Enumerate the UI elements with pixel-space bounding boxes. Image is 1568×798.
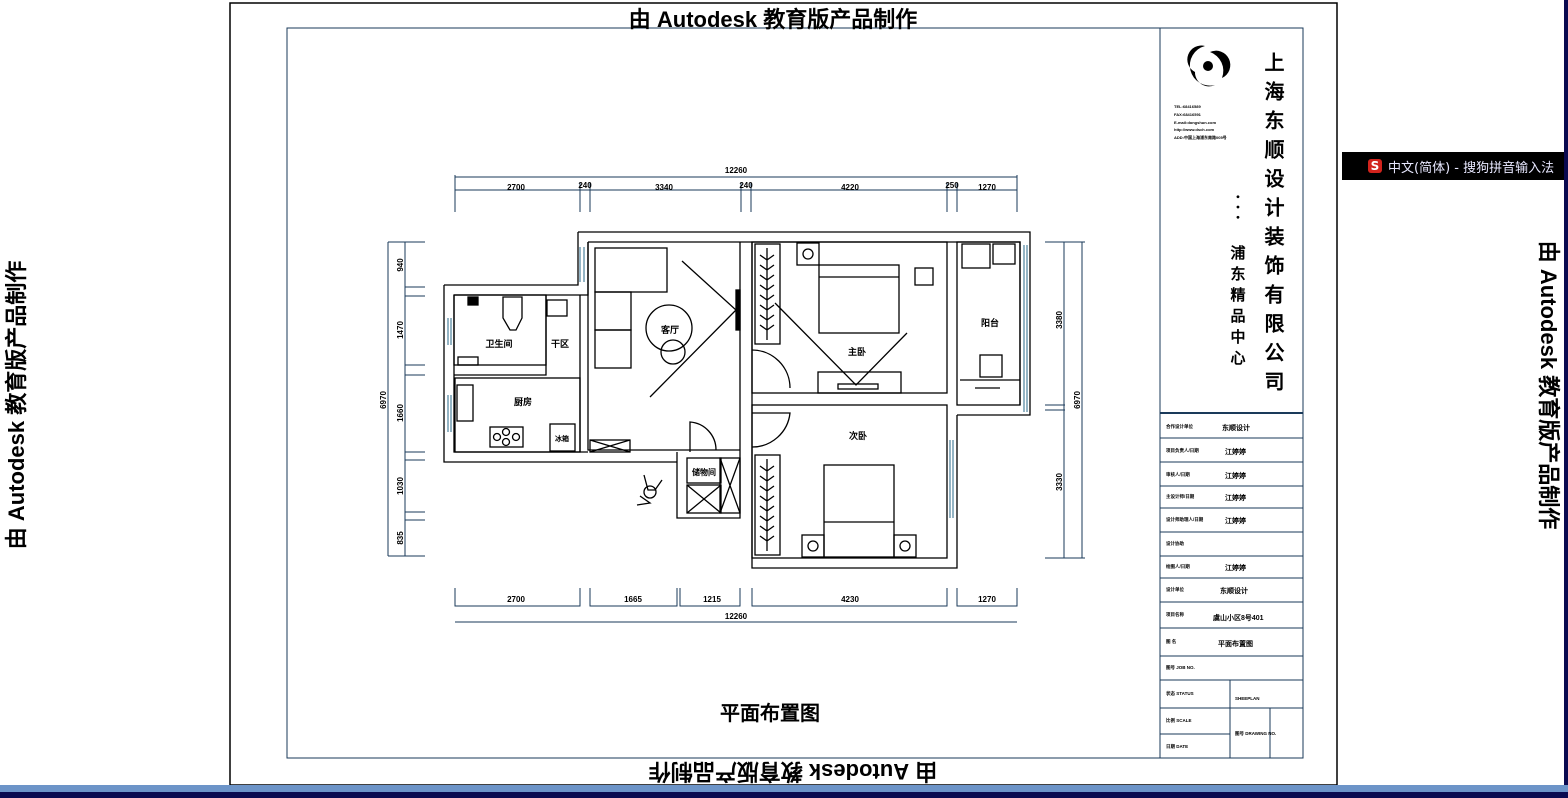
svg-text:江婷婷: 江婷婷 [1225, 516, 1246, 525]
svg-text:SHEEPLAN: SHEEPLAN [1235, 696, 1260, 701]
room-label-storage: 储物间 [691, 467, 716, 477]
svg-text:项目名称: 项目名称 [1166, 611, 1184, 618]
dim-left: 1030 [396, 477, 405, 495]
room-label-dry-area: 干区 [551, 339, 569, 349]
svg-text:江婷婷: 江婷婷 [1225, 447, 1246, 456]
dim-bottom: 1665 [624, 595, 642, 604]
svg-text:东顺设计: 东顺设计 [1222, 423, 1250, 432]
dim-top-total: 12260 [725, 166, 748, 175]
taskbar-edge [0, 792, 1568, 798]
svg-text:项目负责人/日期: 项目负责人/日期 [1166, 447, 1199, 454]
dim-top: 250 [945, 181, 959, 190]
contact-tel: TEL:68416589 [1174, 104, 1201, 109]
room-label-fridge: 冰箱 [555, 434, 569, 443]
dim-right-total: 6970 [1073, 391, 1082, 409]
room-label-balcony: 阳台 [981, 317, 999, 328]
dim-left: 940 [396, 258, 405, 272]
drawing-title: 平面布置图 [720, 701, 820, 725]
svg-text:图号 DRAWING NO.: 图号 DRAWING NO. [1235, 730, 1276, 737]
dim-top: 3340 [655, 183, 673, 192]
watermark-right: 由 Autodesk 教育版产品制作 [1536, 240, 1561, 530]
svg-text:图号 JOB NO.: 图号 JOB NO. [1166, 664, 1195, 671]
title-block-values: 东顺设计 江婷婷 江婷婷 江婷婷 江婷婷 江婷婷 东顺设计 虞山小区8号401 … [1213, 423, 1264, 648]
room-label-master-bedroom: 主卧 [848, 346, 866, 357]
contact-fax: FAX:68416591 [1174, 112, 1202, 117]
dim-top: 2700 [507, 183, 525, 192]
ime-status-bar[interactable]: S 中文(简体) - 搜狗拼音输入法 [1342, 152, 1568, 180]
svg-text:绘图人/日期: 绘图人/日期 [1166, 563, 1190, 570]
contact-web: http://www.dsch.com [1174, 127, 1215, 132]
room-label-second-bedroom: 次卧 [849, 430, 867, 441]
title-block-grid [1159, 28, 1303, 758]
branch-dots: • • • [1232, 195, 1243, 221]
dim-left-total: 6970 [379, 391, 388, 409]
svg-text:状态 STATUS: 状态 STATUS [1166, 690, 1194, 697]
drawing-frame [286, 27, 1304, 759]
dim-bottom: 1215 [703, 595, 721, 604]
branch-name: 浦东精品中心 [1229, 244, 1246, 371]
svg-text:主设计师/日期: 主设计师/日期 [1166, 493, 1195, 500]
svg-text:江婷婷: 江婷婷 [1225, 563, 1246, 572]
contact-email: E-mail:dongshun.com [1174, 120, 1216, 125]
title-block-labels: 合作设计单位 项目负责人/日期 审核人/日期 主设计师/日期 设计师助理人/日期… [1166, 423, 1276, 750]
dim-top: 240 [578, 181, 592, 190]
dim-left: 1470 [396, 321, 405, 339]
dim-top: 240 [739, 181, 753, 190]
dim-top: 1270 [978, 183, 996, 192]
status-bar [0, 785, 1568, 792]
company-name: 上海东顺设计装饰有限公司 [1261, 52, 1285, 400]
dim-right: 3380 [1055, 311, 1064, 329]
dim-right: 3330 [1055, 473, 1064, 491]
svg-text:虞山小区8号401: 虞山小区8号401 [1213, 613, 1264, 622]
dim-bottom-total: 12260 [725, 612, 748, 621]
svg-text:东顺设计: 东顺设计 [1220, 586, 1248, 595]
svg-text:合作设计单位: 合作设计单位 [1166, 423, 1193, 430]
ime-label: 中文(简体) - 搜狗拼音输入法 [1388, 160, 1555, 176]
svg-text:图 名: 图 名 [1166, 638, 1176, 645]
watermark-left: 由 Autodesk 教育版产品制作 [4, 260, 29, 550]
floor-plan [443, 231, 1031, 569]
window-right-edge [1564, 0, 1568, 785]
dim-bottom: 1270 [978, 595, 996, 604]
dim-left: 835 [396, 531, 405, 545]
dim-left: 1660 [396, 404, 405, 422]
contact-address: ADD:中国上海浦东南路005号 [1174, 134, 1227, 140]
svg-text:江婷婷: 江婷婷 [1225, 471, 1246, 480]
room-label-bathroom: 卫生间 [485, 338, 512, 349]
dim-top: 4220 [841, 183, 859, 192]
dim-bottom: 4230 [841, 595, 859, 604]
svg-text:审核人/日期: 审核人/日期 [1166, 471, 1190, 478]
svg-text:设计师助理人/日期: 设计师助理人/日期 [1166, 516, 1204, 523]
dimension-lines [387, 175, 1085, 623]
watermark-top: 由 Autodesk 教育版产品制作 [628, 7, 918, 32]
sogou-s-icon[interactable]: S [1368, 159, 1382, 173]
room-label-living: 客厅 [660, 324, 679, 335]
svg-text:设计单位: 设计单位 [1166, 586, 1184, 593]
room-label-kitchen: 厨房 [514, 396, 532, 407]
svg-text:设计协助: 设计协助 [1166, 540, 1184, 547]
company-logo [1187, 45, 1231, 87]
svg-text:日期 DATE: 日期 DATE [1166, 743, 1188, 750]
svg-text:比例 SCALE: 比例 SCALE [1166, 717, 1192, 724]
dim-bottom: 2700 [507, 595, 525, 604]
svg-text:平面布置图: 平面布置图 [1218, 639, 1253, 648]
svg-text:江婷婷: 江婷婷 [1225, 493, 1246, 502]
